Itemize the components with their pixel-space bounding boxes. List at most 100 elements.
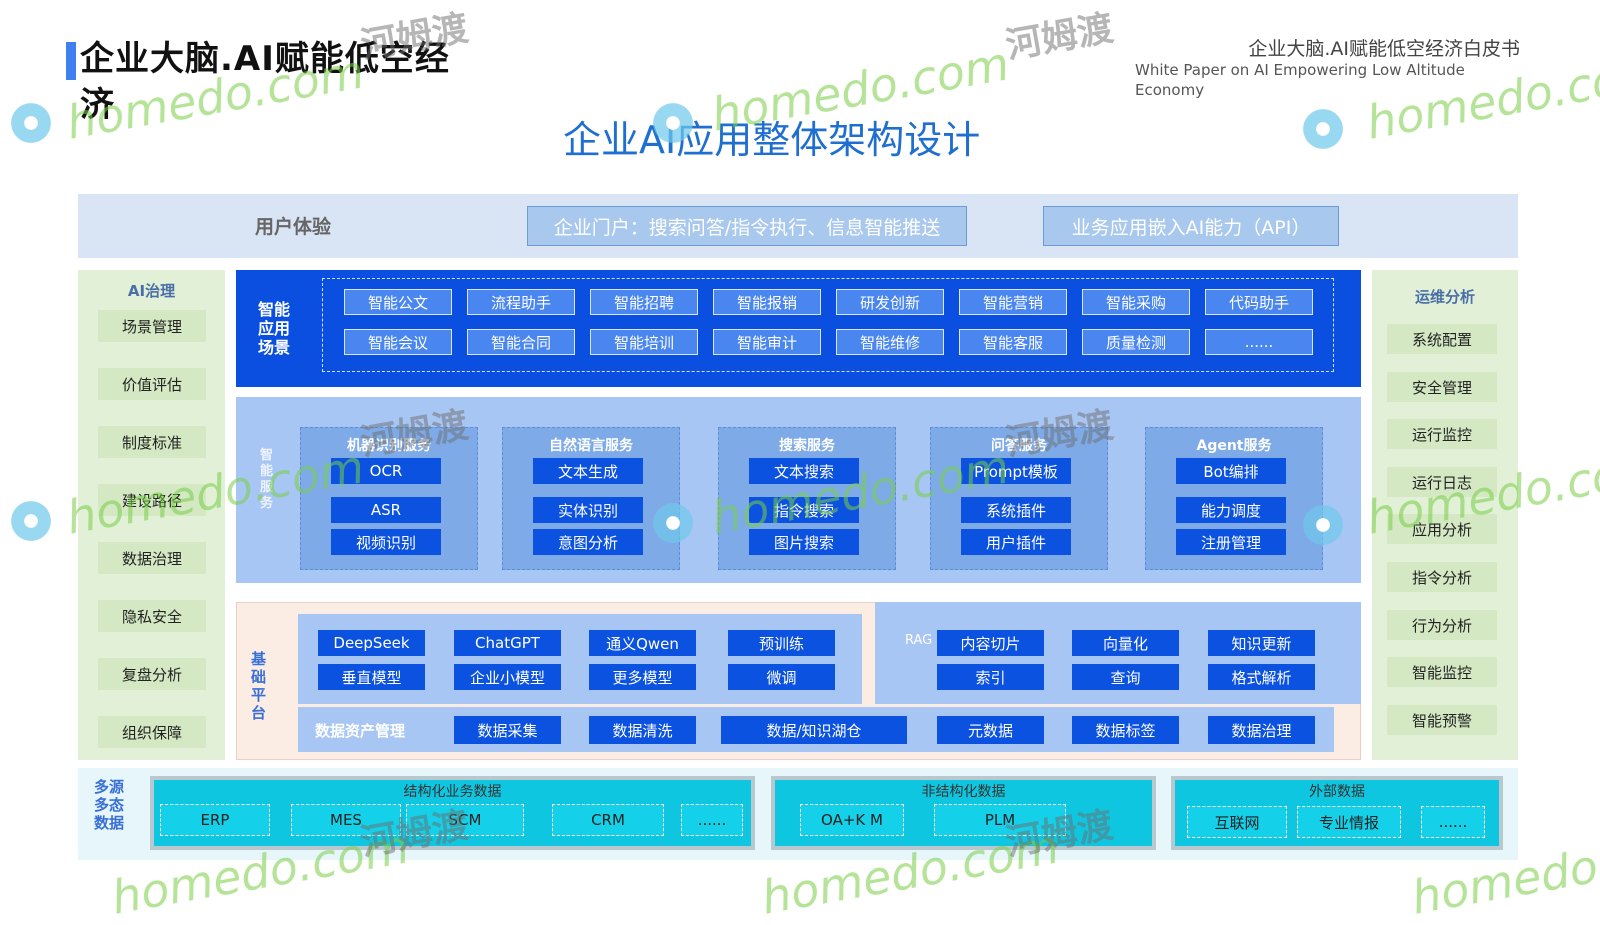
- service-item: 系统插件: [961, 497, 1071, 523]
- source-item: CRM: [552, 804, 664, 836]
- source-item: SCM: [406, 804, 524, 836]
- data-asset-item: 数据清洗: [589, 716, 696, 744]
- service-group-title: Agent服务: [1196, 438, 1272, 454]
- governance-item: 组织保障: [98, 716, 206, 748]
- services-label: 智能服务: [260, 448, 274, 511]
- service-item: 图片搜索: [749, 529, 859, 555]
- model-item: 微调: [728, 664, 835, 690]
- service-item: 注册管理: [1176, 529, 1286, 555]
- rag-item: 索引: [937, 664, 1044, 690]
- governance-item: 制度标准: [98, 426, 206, 458]
- model-item: 垂直模型: [318, 664, 425, 690]
- slide-title: 企业大脑.AI赋能低空经济: [80, 39, 450, 125]
- ops-item: 指令分析: [1387, 562, 1497, 592]
- watermark-flower-icon: [8, 498, 54, 544]
- service-item: ASR: [331, 497, 441, 523]
- scenario-item: 智能客服: [959, 329, 1067, 355]
- governance-item: 数据治理: [98, 542, 206, 574]
- scenario-item: 智能营销: [959, 289, 1067, 315]
- source-item: ......: [681, 804, 743, 836]
- service-item: Bot编排: [1176, 458, 1286, 484]
- data-asset-label: 数据资产管理: [315, 722, 406, 740]
- rag-item: 内容切片: [937, 630, 1044, 656]
- ops-item: 运行日志: [1387, 467, 1497, 497]
- rag-item: 向量化: [1072, 630, 1179, 656]
- scenario-item: 质量检测: [1082, 329, 1190, 355]
- ops-item: 行为分析: [1387, 610, 1497, 640]
- scenario-item: ......: [1205, 329, 1313, 355]
- scenario-item: 智能培训: [590, 329, 698, 355]
- source-item: 互联网: [1187, 806, 1287, 838]
- scenario-item: 流程助手: [467, 289, 575, 315]
- data-asset-item: 数据治理: [1208, 716, 1315, 744]
- model-item: 更多模型: [589, 664, 696, 690]
- source-item: ......: [1421, 806, 1485, 838]
- data-asset-item: 数据采集: [454, 716, 561, 744]
- ops-item: 应用分析: [1387, 514, 1497, 544]
- governance-item: 建设路径: [98, 484, 206, 516]
- scenario-item: 研发创新: [836, 289, 944, 315]
- scenarios-label-text: 智能应用场景: [258, 300, 291, 357]
- source-item: ERP: [160, 804, 270, 836]
- scenario-item: 智能报销: [713, 289, 821, 315]
- service-item: Prompt模板: [961, 458, 1071, 484]
- service-item: 指令搜索: [749, 497, 859, 523]
- whitepaper-title-cn: 企业大脑.AI赋能低空经济白皮书: [1248, 38, 1520, 60]
- model-item: 通义Qwen: [589, 630, 696, 656]
- scenario-item: 智能审计: [713, 329, 821, 355]
- source-group-title: 非结构化数据: [921, 784, 1006, 800]
- source-item: OA+K M: [800, 804, 904, 836]
- watermark-cn: 河姆渡: [1002, 7, 1117, 68]
- scenario-item: 智能合同: [467, 329, 575, 355]
- scenario-item: 智能招聘: [590, 289, 698, 315]
- service-item: 能力调度: [1176, 497, 1286, 523]
- service-item: OCR: [331, 458, 441, 484]
- service-item: 用户插件: [961, 529, 1071, 555]
- multi-source-label: 多源多态数据: [94, 778, 125, 832]
- model-item: 预训练: [728, 630, 835, 656]
- service-item: 视频识别: [331, 529, 441, 555]
- source-item: 专业情报: [1297, 806, 1401, 838]
- watermark-flower-icon: [1300, 106, 1346, 152]
- base-platform-label: 基础平台: [251, 650, 267, 722]
- source-group-title: 结构化业务数据: [403, 784, 502, 800]
- rag-item: 查询: [1072, 664, 1179, 690]
- service-group-title: 问答服务: [991, 438, 1047, 454]
- source-group-title: 外部数据: [1309, 784, 1365, 800]
- scenarios-dashed-frame: [322, 278, 1334, 372]
- source-item: PLM: [934, 804, 1066, 836]
- api-box: 业务应用嵌入AI能力（API）: [1043, 206, 1339, 246]
- governance-item: 隐私安全: [98, 600, 206, 632]
- model-item: ChatGPT: [454, 630, 561, 656]
- service-group-title: 机器识别服务: [347, 438, 431, 454]
- ops-item: 安全管理: [1387, 372, 1497, 402]
- data-asset-item: 元数据: [937, 716, 1044, 744]
- data-asset-item: 数据/知识湖仓: [721, 716, 907, 744]
- rag-item: 知识更新: [1208, 630, 1315, 656]
- data-asset-item: 数据标签: [1072, 716, 1179, 744]
- governance-item: 场景管理: [98, 310, 206, 342]
- rag-item: 格式解析: [1208, 664, 1315, 690]
- portal-box: 企业门户：搜索问答/指令执行、信息智能推送: [527, 206, 967, 246]
- whitepaper-title-en: White Paper on AI Empowering Low Altitud…: [1135, 61, 1465, 99]
- scenario-item: 代码助手: [1205, 289, 1313, 315]
- scenario-item: 智能公文: [344, 289, 452, 315]
- service-item: 实体识别: [533, 497, 643, 523]
- title-accent-bar: [66, 42, 76, 80]
- ops-item: 智能监控: [1387, 657, 1497, 687]
- model-item: DeepSeek: [318, 630, 425, 656]
- governance-item: 价值评估: [98, 368, 206, 400]
- user-experience-label: 用户体验: [255, 216, 332, 238]
- service-group-title: 自然语言服务: [549, 438, 633, 454]
- rag-label: RAG: [905, 633, 933, 648]
- scenario-item: 智能维修: [836, 329, 944, 355]
- ops-item: 运行监控: [1387, 419, 1497, 449]
- scenario-item: 智能采购: [1082, 289, 1190, 315]
- model-item: 企业小模型: [454, 664, 561, 690]
- governance-item: 复盘分析: [98, 658, 206, 690]
- watermark-flower-icon: [8, 100, 54, 146]
- scenario-item: 智能会议: [344, 329, 452, 355]
- service-group-title: 搜索服务: [779, 438, 835, 454]
- scenarios-label: 智能应用场景: [258, 300, 298, 357]
- diagram-title: 企业AI应用整体架构设计: [563, 118, 981, 162]
